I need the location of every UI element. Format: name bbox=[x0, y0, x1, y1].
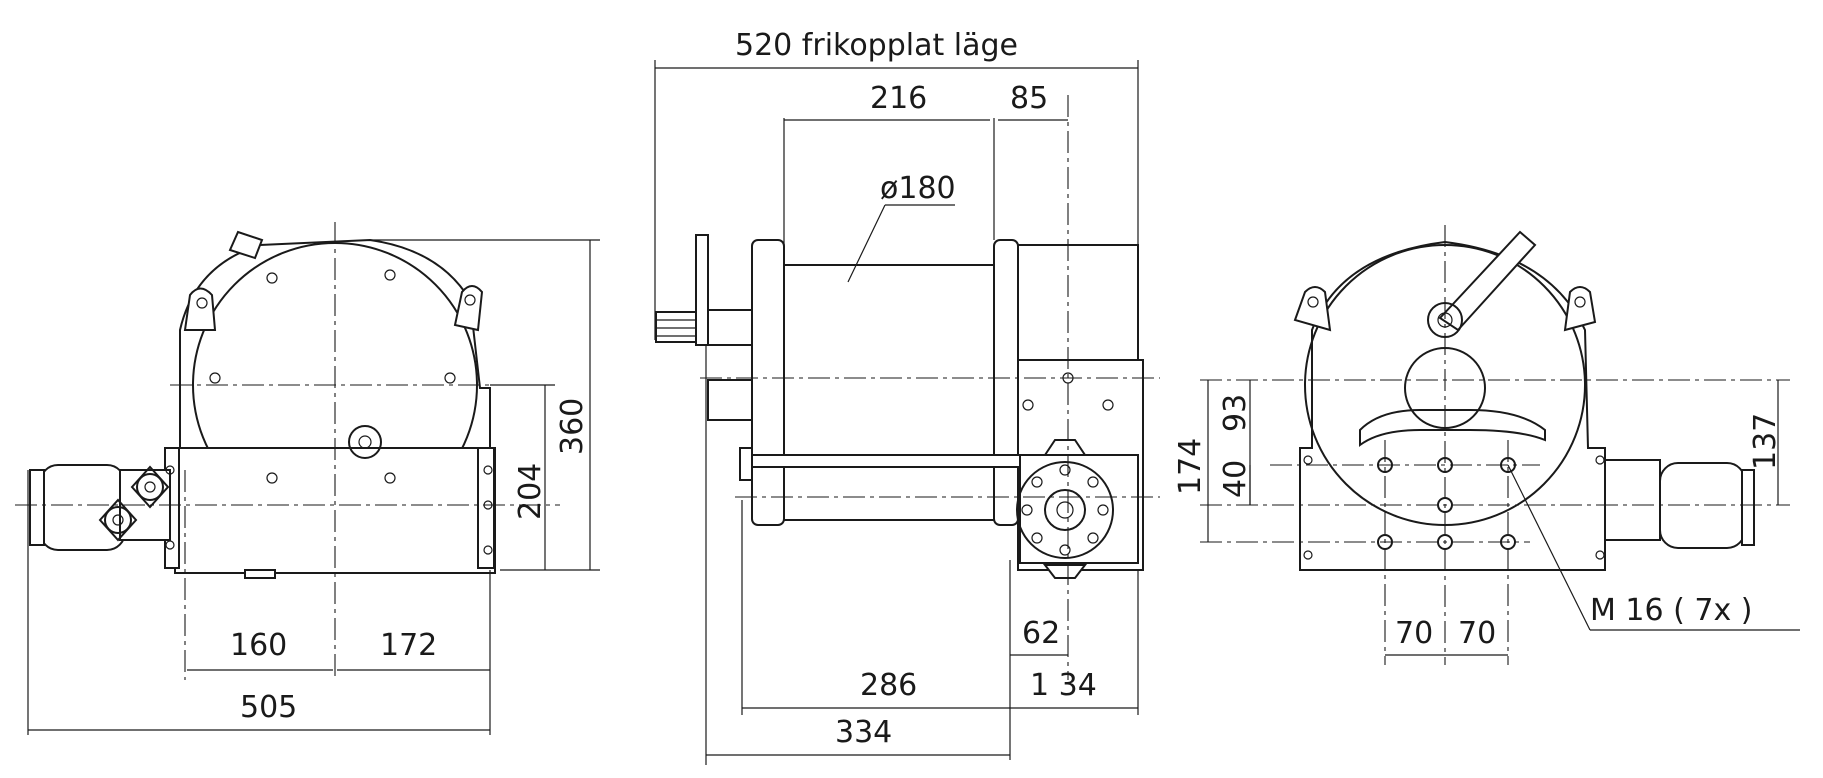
dim-204: 204 bbox=[513, 463, 548, 520]
middle-drum bbox=[783, 264, 995, 521]
dim-160: 160 bbox=[230, 628, 287, 663]
middle-gearbox bbox=[1017, 244, 1139, 361]
dim-62: 62 bbox=[1022, 616, 1060, 651]
left-lug-left bbox=[183, 287, 217, 331]
left-lug-right bbox=[453, 285, 484, 332]
dim-360: 360 bbox=[555, 398, 590, 455]
dim-286: 286 bbox=[860, 668, 917, 703]
left-hydraulic-motor bbox=[29, 464, 171, 551]
left-center-boss bbox=[348, 425, 382, 459]
dim-93: 93 bbox=[1218, 394, 1253, 432]
right-hydraulic-motor bbox=[1604, 459, 1755, 549]
dim-70-left: 70 bbox=[1395, 616, 1433, 651]
dim-180: ø180 bbox=[880, 171, 956, 206]
dim-216: 216 bbox=[870, 81, 927, 116]
left-top-knob bbox=[228, 230, 264, 260]
dim-334: 334 bbox=[835, 715, 892, 750]
dim-85: 85 bbox=[1010, 81, 1048, 116]
dim-172: 172 bbox=[380, 628, 437, 663]
dim-70-right: 70 bbox=[1458, 616, 1496, 651]
dim-505: 505 bbox=[240, 690, 297, 725]
dim-40: 40 bbox=[1218, 460, 1253, 498]
middle-clutch-lever bbox=[695, 234, 709, 346]
right-housing bbox=[1299, 240, 1606, 571]
middle-right-flange bbox=[993, 239, 1019, 526]
dim-520: 520 frikopplat läge bbox=[735, 28, 1018, 63]
dim-137: 137 bbox=[1748, 413, 1783, 470]
middle-motor-face bbox=[1016, 439, 1139, 579]
middle-view: 520 frikopplat läge 216 85 ø180 286 334 … bbox=[654, 28, 1160, 765]
dim-174: 174 bbox=[1173, 438, 1208, 495]
middle-left-flange bbox=[751, 239, 785, 526]
right-clutch-lever bbox=[1438, 230, 1537, 332]
left-view: 160 172 505 204 360 bbox=[15, 222, 600, 735]
dim-134: 1 34 bbox=[1030, 668, 1097, 703]
thread-callout: M 16 ( 7x ) bbox=[1590, 593, 1752, 628]
right-view: 174 93 40 137 70 70 M 16 ( 7x ) bbox=[1173, 225, 1800, 665]
